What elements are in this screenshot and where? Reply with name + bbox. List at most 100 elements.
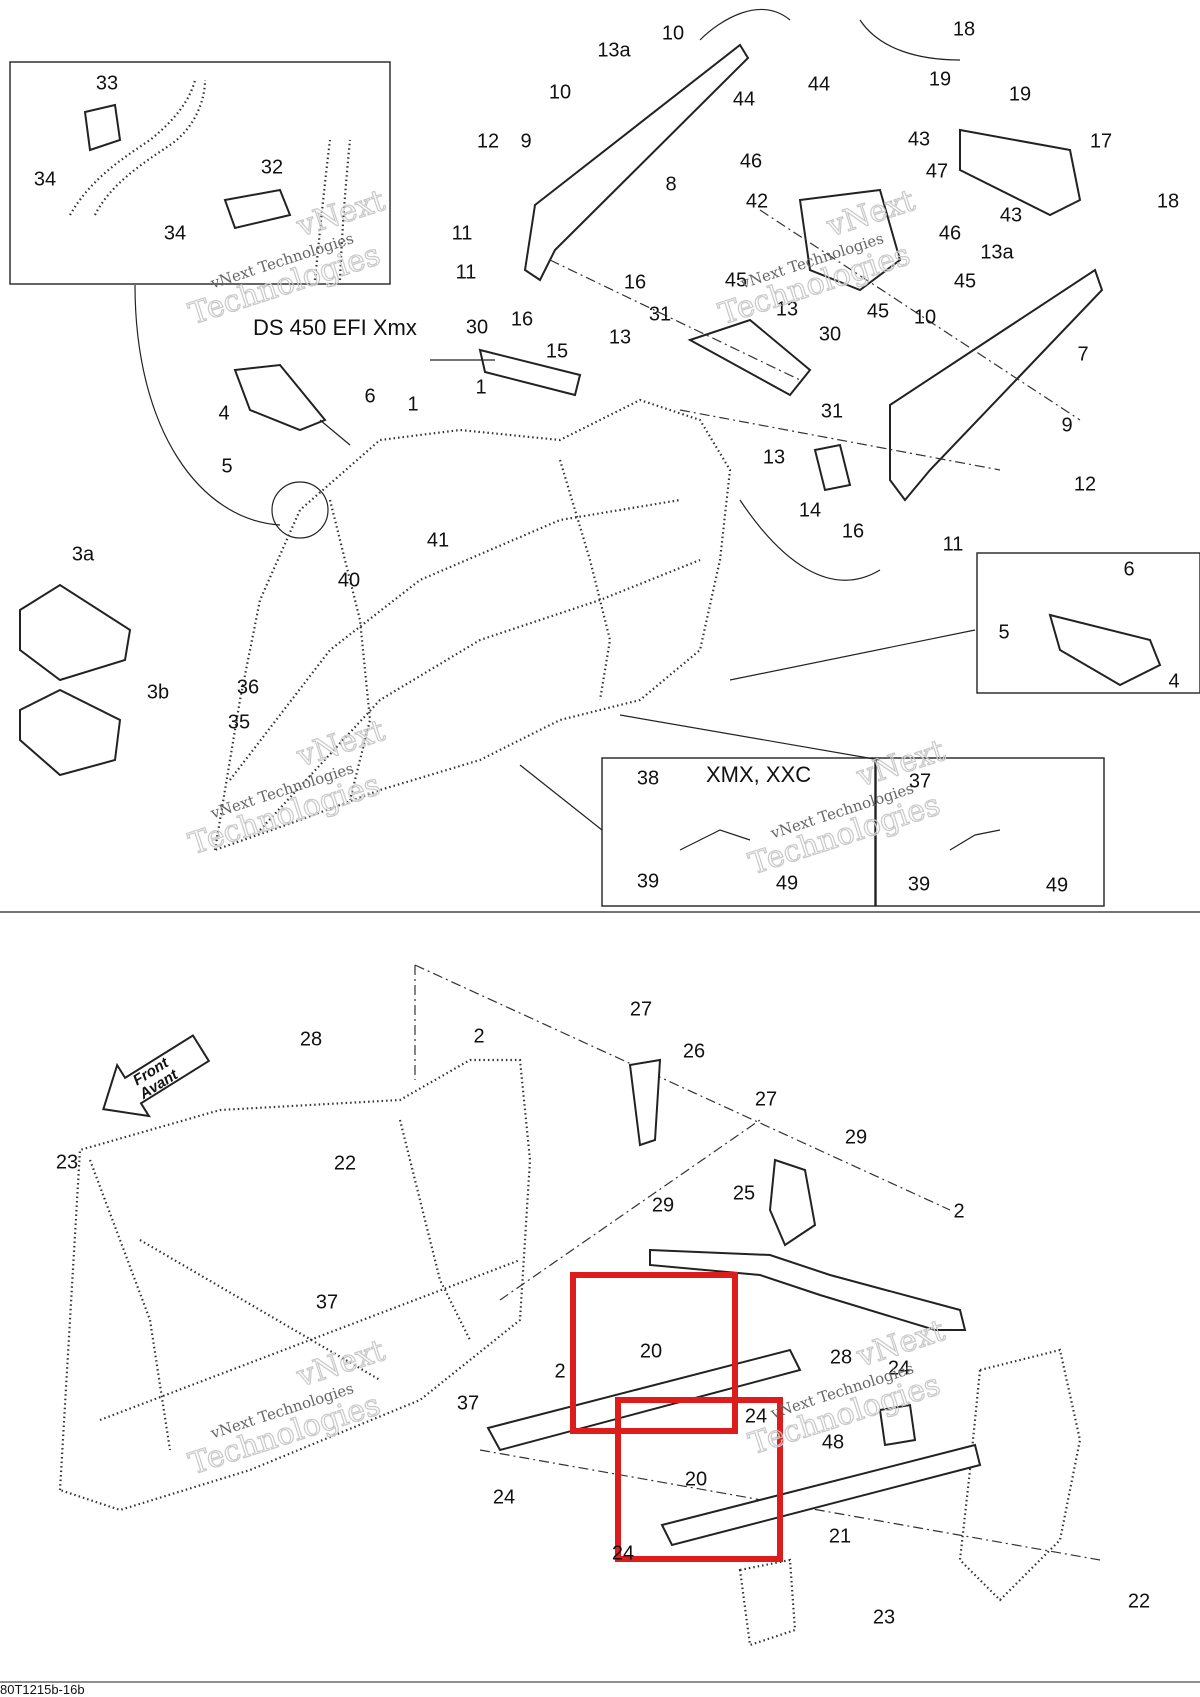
lower-assembly-line-1 <box>414 964 951 1211</box>
part-20-rail-lower <box>660 1443 982 1547</box>
top-callout-15: 15 <box>546 340 568 362</box>
top-callout-19: 19 <box>929 68 951 90</box>
top-callout-31: 31 <box>821 400 843 422</box>
bottom-callout-28: 28 <box>830 1346 852 1368</box>
top-callout-10: 10 <box>914 306 936 328</box>
top-callout-9: 9 <box>1061 414 1072 436</box>
bottom-callout-37: 37 <box>457 1392 479 1414</box>
upper-frame-outline <box>213 398 732 852</box>
top-callout-49: 49 <box>776 872 798 894</box>
top-callout-7: 7 <box>1077 343 1088 365</box>
top-callout-16: 16 <box>511 308 533 330</box>
top-callout-43: 43 <box>1000 204 1022 226</box>
part-3b-bracket <box>19 688 122 777</box>
top-callout-34: 34 <box>34 168 56 190</box>
top-callout-37: 37 <box>909 770 931 792</box>
bottom-callout-24: 24 <box>612 1542 634 1564</box>
top-callout-14: 14 <box>799 499 821 521</box>
front-arrow-icon <box>102 1034 211 1118</box>
top-callout-17: 17 <box>1090 130 1112 152</box>
part-14-mount <box>813 443 852 492</box>
top-callout-34: 34 <box>164 222 186 244</box>
top-callout-31: 31 <box>649 303 671 325</box>
arrow-to-8 <box>699 8 791 41</box>
box-xmx-xxc <box>601 757 876 907</box>
inset-detail-circle <box>271 481 329 539</box>
bottom-callout-2: 2 <box>953 1200 964 1222</box>
bottom-callout-24: 24 <box>888 1357 910 1379</box>
top-callout-45: 45 <box>954 270 976 292</box>
top-callout-33: 33 <box>96 72 118 94</box>
top-callout-45: 45 <box>725 269 747 291</box>
top-callout-43: 43 <box>908 128 930 150</box>
top-callout-9: 9 <box>520 130 531 152</box>
part-30-ds450-plate <box>478 348 582 397</box>
bottom-callout-21: 21 <box>829 1525 851 1547</box>
part-26-bracket <box>628 1058 662 1147</box>
inset-plate-32 <box>223 188 292 230</box>
bottom-callout-2: 2 <box>554 1360 565 1382</box>
lower-assembly-line-4 <box>499 1119 761 1301</box>
part-39-hose-right <box>949 829 1001 851</box>
bottom-callout-24: 24 <box>745 1405 767 1427</box>
bottom-callout-22: 22 <box>334 1152 356 1174</box>
box-right-footrest <box>976 552 1200 694</box>
upper-frame-rail-2 <box>259 558 701 831</box>
top-callout-12: 12 <box>1074 473 1096 495</box>
bottom-callout-29: 29 <box>845 1126 867 1148</box>
top-callout-8: 8 <box>665 173 676 195</box>
top-callout-39: 39 <box>637 870 659 892</box>
bottom-callout-20: 20 <box>640 1340 662 1362</box>
bottom-callout-23: 23 <box>56 1151 78 1173</box>
bottom-callout-22: 22 <box>1128 1590 1150 1612</box>
top-callout-18: 18 <box>953 18 975 40</box>
top-callout-42: 42 <box>746 190 768 212</box>
upper-frame-rail <box>229 498 681 781</box>
caption-ds450: DS 450 EFI Xmx <box>253 315 417 340</box>
part-3a-bracket <box>19 583 132 682</box>
top-callout-30: 30 <box>466 316 488 338</box>
top-callout-16: 16 <box>624 271 646 293</box>
part-7-rail <box>889 268 1104 502</box>
top-callout-46: 46 <box>939 222 961 244</box>
part-4-footrest-left <box>233 363 327 432</box>
top-callout-18: 18 <box>1157 190 1179 212</box>
top-callout-13a: 13a <box>980 241 1014 263</box>
arrow-38-frame <box>519 764 603 831</box>
assembly-line-1 <box>679 409 1001 471</box>
part-4-footrest-right <box>1048 613 1162 687</box>
part-17-plate <box>959 128 1082 217</box>
inset-tube-a <box>69 79 197 216</box>
top-callout-16: 16 <box>842 520 864 542</box>
top-callout-30: 30 <box>819 323 841 345</box>
top-callout-10: 10 <box>662 22 684 44</box>
bottom-callout-25: 25 <box>733 1182 755 1204</box>
top-callout-12: 12 <box>477 130 499 152</box>
upper-frame-rail-4 <box>558 459 612 701</box>
top-callout-3a: 3a <box>72 543 95 565</box>
top-callout-4: 4 <box>218 402 229 424</box>
arrow-14-loop <box>739 499 881 581</box>
top-callout-41: 41 <box>427 529 449 551</box>
bottom-callout-29: 29 <box>652 1194 674 1216</box>
bottom-callout-28: 28 <box>300 1028 322 1050</box>
bottom-section: Front Avant 2726228272922232925237282024… <box>0 964 1200 1697</box>
top-callout-19: 19 <box>1009 83 1031 105</box>
bottom-callout-48: 48 <box>822 1431 844 1453</box>
top-callout-36: 36 <box>237 676 259 698</box>
arrow-right-footrest <box>729 629 976 681</box>
top-callout-11: 11 <box>452 222 473 244</box>
top-callout-35: 35 <box>228 711 250 733</box>
top-callout-47: 47 <box>926 160 948 182</box>
assembly-line-2 <box>549 259 801 381</box>
part-48-bracket <box>878 1403 917 1447</box>
inset-box-32-34 <box>9 61 391 285</box>
top-callout-10: 10 <box>549 81 571 103</box>
diagram-code: 80T1215b-16b <box>0 1682 85 1697</box>
bottom-callout-20: 20 <box>685 1468 707 1490</box>
lower-frame-outline <box>58 1058 532 1512</box>
arrow-18-loop <box>859 19 961 61</box>
